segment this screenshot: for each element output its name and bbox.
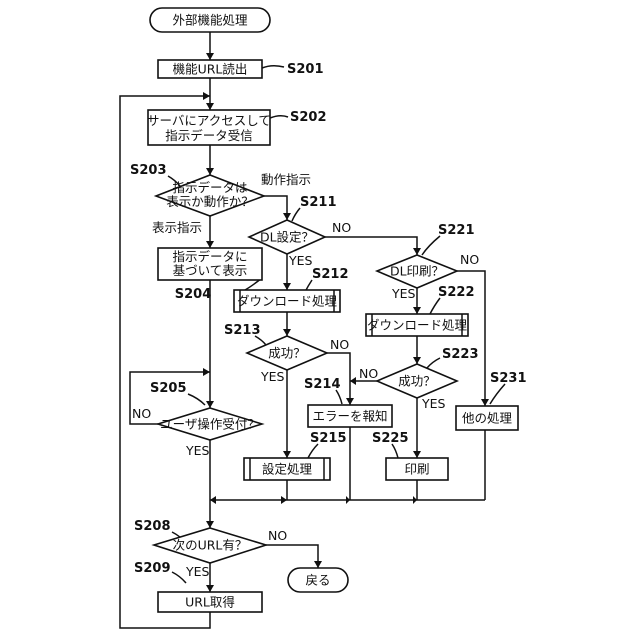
arrow-to-s223	[413, 357, 421, 364]
server-access-label-1: サーバにアクセスして	[147, 113, 271, 128]
arrow-to-s204	[206, 241, 214, 248]
edge-label-s211-yes: YES	[288, 253, 313, 268]
edge-label-s223-yes: YES	[421, 396, 446, 411]
leader-s209	[172, 572, 186, 583]
step-s225: S225	[372, 431, 409, 446]
leader-s201	[262, 66, 284, 68]
step-s215: S215	[310, 431, 347, 446]
leader-s214	[336, 390, 342, 404]
edge-s208-no	[266, 545, 318, 568]
edge-label-s223-no: NO	[359, 366, 378, 381]
get-url-label: URL取得	[185, 595, 235, 610]
step-s231: S231	[490, 371, 527, 386]
step-s221: S221	[438, 223, 475, 238]
step-s223: S223	[442, 347, 479, 362]
arrow-to-s201	[206, 53, 214, 60]
edge-label-action: 動作指示	[261, 172, 311, 187]
cond-dl-print-label: DL印刷？	[390, 264, 444, 279]
leader-s215	[308, 444, 318, 458]
step-s203: S203	[130, 163, 167, 178]
cond-success-2-label: 成功？	[398, 374, 436, 389]
settings-process-label: 設定処理	[262, 462, 313, 477]
edge-s203-action	[264, 196, 287, 220]
leader-s222	[430, 298, 440, 314]
arrow-to-s203	[206, 168, 214, 175]
display-label-1: 指示データに	[172, 249, 247, 264]
arrow-to-s212	[283, 283, 291, 290]
download-2-label: ダウンロード処理	[367, 318, 468, 333]
leader-s211	[292, 208, 300, 221]
read-url-label: 機能URL読出	[173, 62, 248, 77]
arrow-to-end	[314, 561, 322, 568]
arrow-to-s214	[346, 398, 354, 405]
end-label: 戻る	[305, 573, 330, 588]
cond-success-1-label: 成功？	[268, 346, 306, 361]
arrow-to-s211	[283, 213, 291, 220]
edge-label-s208-yes: YES	[185, 564, 210, 579]
arrow-to-s202	[206, 103, 214, 110]
error-report-label: エラーを報知	[312, 409, 387, 424]
step-s202: S202	[290, 110, 327, 125]
leader-s225	[392, 444, 398, 458]
step-s201: S201	[287, 62, 324, 77]
leader-s205	[188, 394, 205, 405]
edge-s211-no	[325, 237, 417, 255]
arrow-to-s205	[206, 401, 214, 408]
arrow-loop-back	[203, 92, 210, 100]
arrow-s223-no	[350, 377, 356, 385]
edge-label-s205-no: NO	[132, 406, 151, 421]
arrow-to-s231	[481, 399, 489, 406]
leader-s221	[422, 236, 440, 255]
edge-label-s205-yes: YES	[185, 443, 210, 458]
cond-type-label-2: 表示か動作か？	[166, 194, 254, 209]
download-1-label: ダウンロード処理	[237, 294, 338, 309]
edge-label-s221-yes: YES	[391, 286, 416, 301]
arrow-to-s215	[283, 451, 291, 458]
edge-label-s221-no: NO	[460, 252, 479, 267]
arrow-to-s209	[206, 585, 214, 592]
step-s209: S209	[134, 561, 171, 576]
arrow-merge-1	[281, 496, 287, 504]
edge-label-s211-no: NO	[332, 220, 351, 235]
step-s204: S204	[175, 287, 212, 302]
start-label: 外部機能処理	[172, 13, 248, 28]
cond-type-label-1: 指示データは	[172, 180, 247, 195]
arrow-user-op-loop	[203, 368, 210, 376]
step-s212: S212	[312, 267, 349, 282]
leader-s223	[427, 358, 440, 368]
step-s214: S214	[304, 377, 341, 392]
edge-label-s213-yes: YES	[260, 369, 285, 384]
arrow-to-s221	[413, 248, 421, 255]
edge-label-s213-no: NO	[330, 337, 349, 352]
other-process-label: 他の処理	[462, 411, 513, 426]
print-label: 印刷	[404, 462, 429, 477]
cond-dl-label: DL設定？	[260, 230, 314, 245]
step-s205: S205	[150, 381, 187, 396]
step-s208: S208	[134, 519, 171, 534]
display-label-2: 基づいて表示	[173, 263, 248, 278]
step-s222: S222	[438, 285, 475, 300]
server-access-label-2: 指示データ受信	[165, 128, 253, 143]
step-s211: S211	[300, 195, 337, 210]
cond-user-op-label: ユーザ操作受付？	[160, 417, 260, 432]
leader-s231	[490, 384, 505, 404]
arrow-to-s208	[206, 521, 214, 528]
arrow-merge-main	[210, 496, 216, 504]
arrow-to-s225	[413, 451, 421, 458]
arrow-to-s213	[283, 329, 291, 336]
cond-next-url-label: 次のURL有？	[173, 538, 248, 553]
edge-label-s208-no: NO	[268, 528, 287, 543]
step-s213: S213	[224, 323, 261, 338]
leader-s202	[270, 116, 288, 118]
edge-label-display: 表示指示	[152, 220, 202, 235]
arrow-to-s222	[413, 307, 421, 314]
